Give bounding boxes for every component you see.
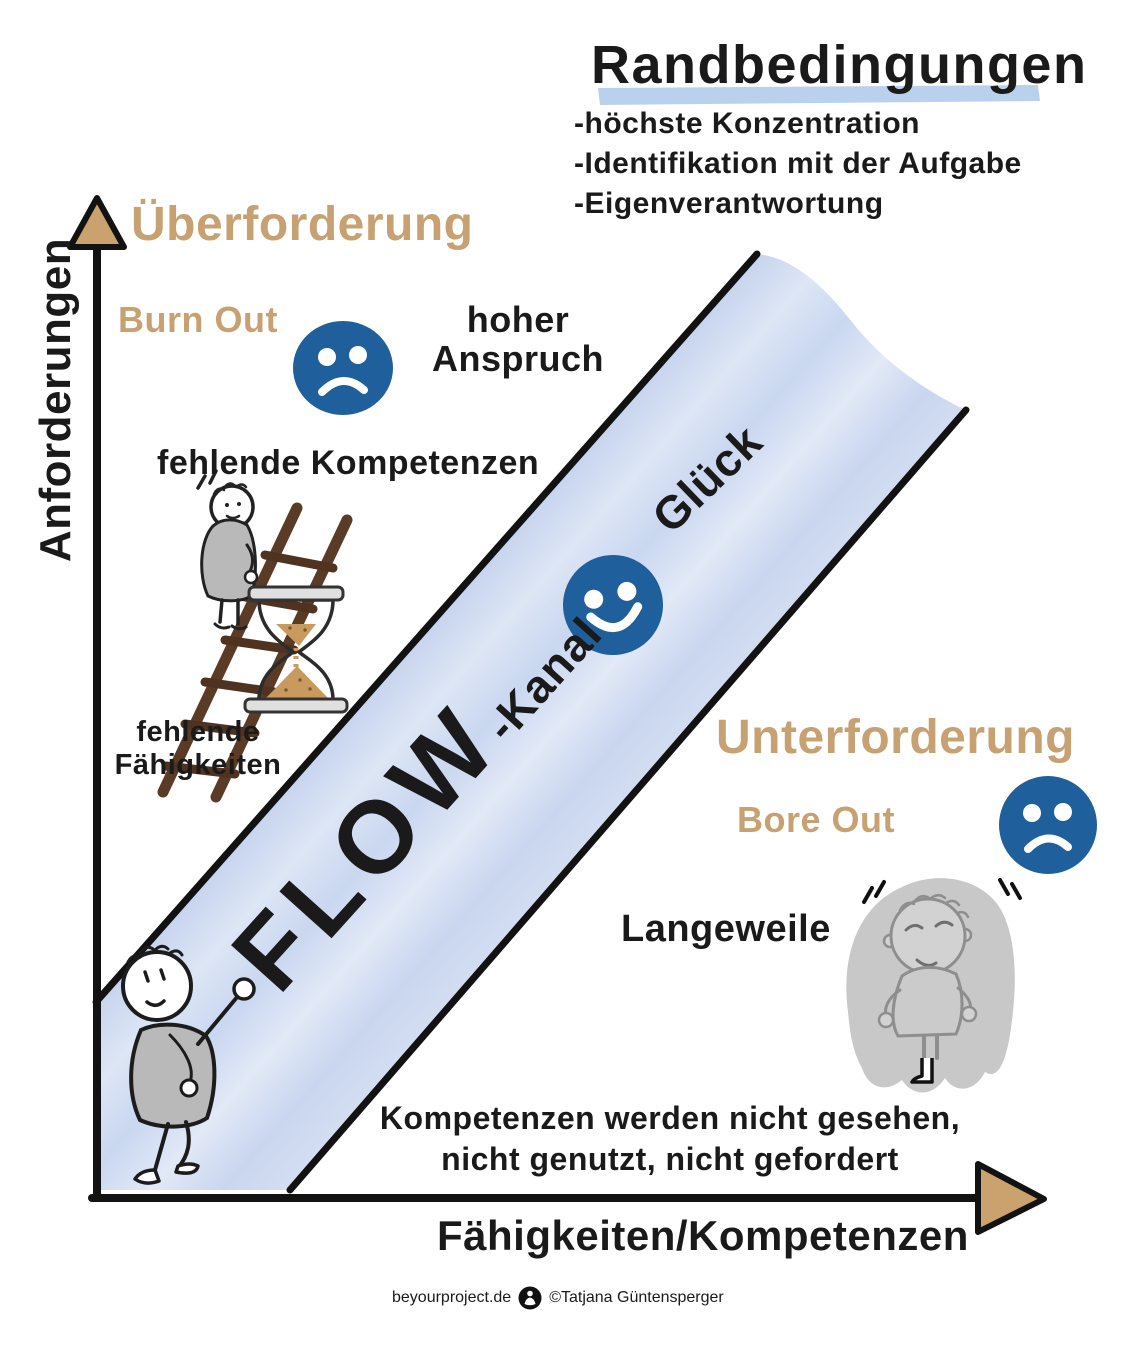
randbedingungen-title: Randbedingungen	[591, 35, 1088, 95]
missing-skills-label: fehlende Fähigkeiten	[98, 716, 298, 782]
channel-lower-line	[286, 406, 970, 1194]
x-axis-arrowhead-icon	[975, 1161, 1047, 1235]
meditation-logo-icon	[518, 1286, 542, 1310]
sad-smiley-overload-icon	[293, 321, 393, 415]
burnout-label: Burn Out	[118, 299, 278, 340]
missing-competencies-label: fehlende Kompetenzen	[157, 444, 540, 482]
underload-caption-line: Kompetenzen werden nicht gesehen,	[379, 1100, 961, 1136]
randbedingungen-list: -höchste Konzentration -Identifikation m…	[574, 104, 1022, 224]
missing-skills-line: Fähigkeiten	[114, 749, 282, 781]
missing-skills-line: fehlende	[136, 716, 260, 748]
randbedingungen-item: -höchste Konzentration	[574, 107, 920, 140]
sad-smiley-underload-icon	[999, 776, 1097, 874]
x-axis-label: Fähigkeiten/Kompetenzen	[437, 1212, 969, 1259]
underload-caption: Kompetenzen werden nicht gesehen, nicht …	[310, 1098, 1030, 1180]
boreout-label: Bore Out	[737, 799, 896, 840]
high-demand-label: hoher Anspruch	[408, 300, 628, 378]
hourglass-icon	[243, 585, 349, 714]
website-label: beyourproject.de	[392, 1289, 512, 1306]
underload-caption-line: nicht genutzt, nicht gefordert	[441, 1141, 899, 1177]
y-axis-arrowhead-icon	[67, 195, 127, 250]
copyright-label: ©Tatjana Güntensperger	[549, 1289, 724, 1306]
flow-channel-band	[96, 254, 966, 1190]
randbedingungen-item: -Identifikation mit der Aufgabe	[574, 147, 1022, 180]
randbedingungen-item: -Eigenverantwortung	[574, 187, 884, 220]
y-axis-label: Anforderungen	[31, 237, 80, 563]
channel-upper-line	[92, 250, 761, 1006]
overload-title: Überforderung	[131, 198, 474, 251]
title-highlight	[598, 85, 1040, 105]
high-demand-line: hoher	[466, 299, 570, 340]
underload-title: Unterforderung	[716, 711, 1075, 764]
footer: beyourproject.de ©Tatjana Güntensperger	[392, 1286, 724, 1310]
happy-smiley-flow-icon	[563, 555, 663, 655]
high-demand-line: Anspruch	[431, 338, 604, 379]
bored-person-figure	[846, 878, 1022, 1093]
walking-person-figure	[121, 944, 256, 1185]
boredom-label: Langeweile	[621, 908, 831, 950]
